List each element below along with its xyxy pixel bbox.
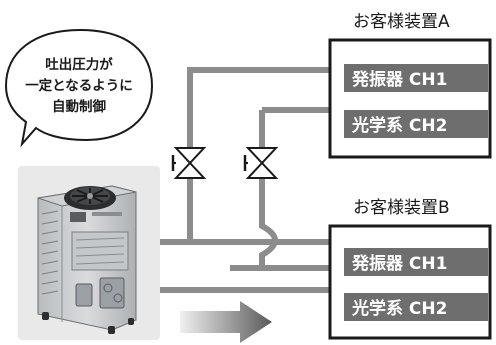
bubble-line-1: 吐出圧力が xyxy=(45,56,113,73)
device-b-ch1-label-bg xyxy=(344,248,488,276)
device-a-ch2-label-bg xyxy=(344,110,488,138)
device-a-ch1-label-bg xyxy=(344,64,488,92)
flow-arrow xyxy=(180,301,272,343)
speech-bubble: 吐出圧力が 一定となるように 自動制御 xyxy=(4,28,154,148)
device-b-box xyxy=(328,224,492,340)
device-a-ch2-label: 光学系 CH2 xyxy=(351,115,447,136)
bubble-line-3: 自動制御 xyxy=(52,98,106,115)
valve-1 xyxy=(171,147,207,179)
device-a-box xyxy=(328,38,492,159)
device-b-ch1-label: 発振器 CH1 xyxy=(351,253,447,274)
device-a-title: お客様装置A xyxy=(353,12,450,32)
pipe-network xyxy=(158,67,330,293)
device-a-ch1-label: 発振器 CH1 xyxy=(351,69,447,90)
bubble-line-2: 一定となるように xyxy=(25,77,133,94)
device-b-ch2-label-bg xyxy=(344,293,488,321)
chiller-unit-image xyxy=(18,166,160,340)
device-b-title: お客様装置B xyxy=(353,198,450,218)
device-b-ch2-label: 光学系 CH2 xyxy=(351,298,447,319)
valve-2 xyxy=(243,147,279,179)
